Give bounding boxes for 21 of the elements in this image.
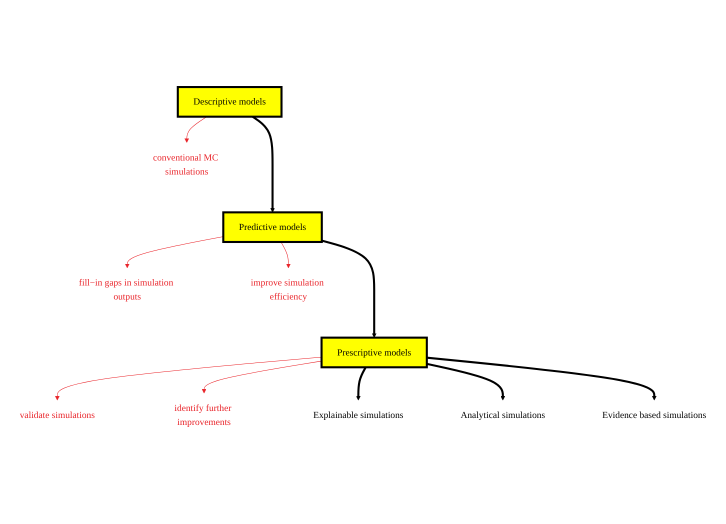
node-text: fill−in gaps in simulation outputs <box>78 277 174 302</box>
node-box <box>320 336 428 368</box>
node-text: identify further improvements <box>174 402 232 428</box>
node-text: Analytical simulations <box>460 410 546 420</box>
arrow <box>252 116 275 213</box>
arrow <box>124 236 224 268</box>
arrow <box>280 242 291 268</box>
arrow <box>356 366 367 400</box>
node-text: Explainable simulations <box>313 410 404 420</box>
arrow <box>202 360 322 394</box>
arrow <box>184 116 208 143</box>
arrow <box>55 356 322 400</box>
arrow <box>322 240 376 338</box>
node-text: improve simulation efficiency <box>250 277 324 302</box>
arrow <box>426 356 657 400</box>
arrow <box>426 362 506 400</box>
node-text: conventional MC simulations <box>152 152 218 176</box>
node-text: validate simulations <box>20 410 95 420</box>
node-box <box>222 211 323 244</box>
node-box <box>176 86 283 118</box>
node-text: Evidence based simulations <box>602 410 706 420</box>
